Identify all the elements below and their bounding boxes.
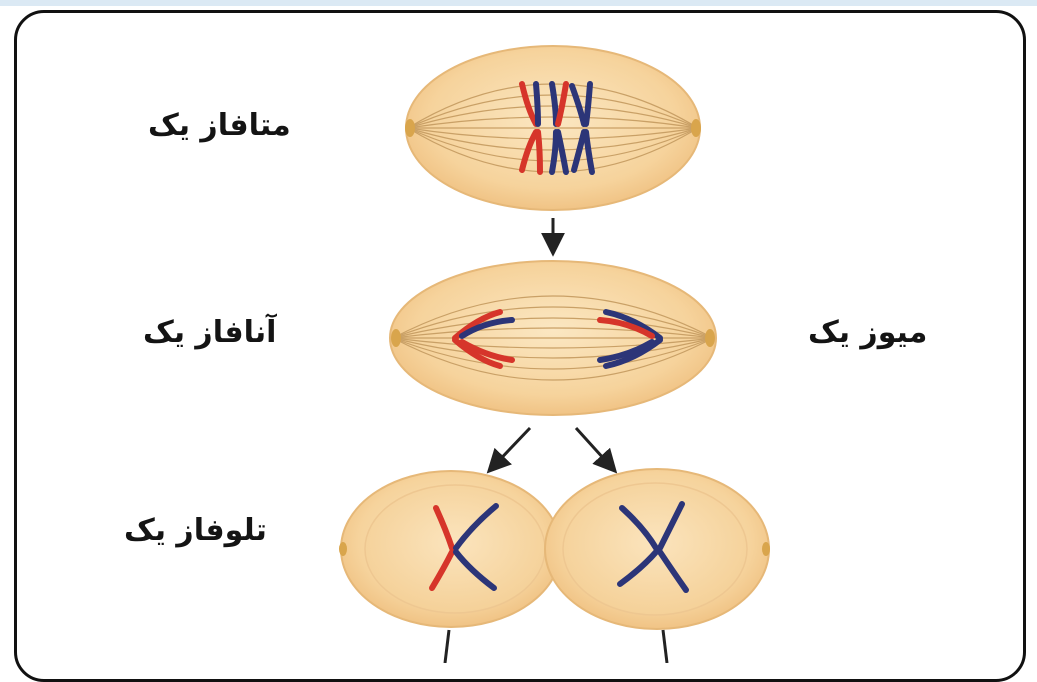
label-metaphase-one: متافاز یک [148, 111, 291, 141]
continuation-line-left [445, 630, 449, 663]
label-telophase-one: تلوفاز یک [124, 516, 267, 546]
anaphase-cell [390, 261, 716, 415]
telophase-cell-right [545, 469, 770, 629]
arrow-anaphase-to-telophase-left [490, 428, 530, 470]
telophase-left-centrosome [339, 542, 347, 556]
metaphase-cell [405, 46, 701, 210]
label-meiosis-one: میوز یک [808, 318, 927, 348]
arrow-anaphase-to-telophase-right [576, 428, 614, 470]
telophase-cell-left [339, 471, 561, 627]
telophase-right-centrosome [762, 542, 770, 556]
continuation-line-right [663, 630, 667, 663]
label-anaphase-one: آنافاز یک [143, 318, 276, 348]
